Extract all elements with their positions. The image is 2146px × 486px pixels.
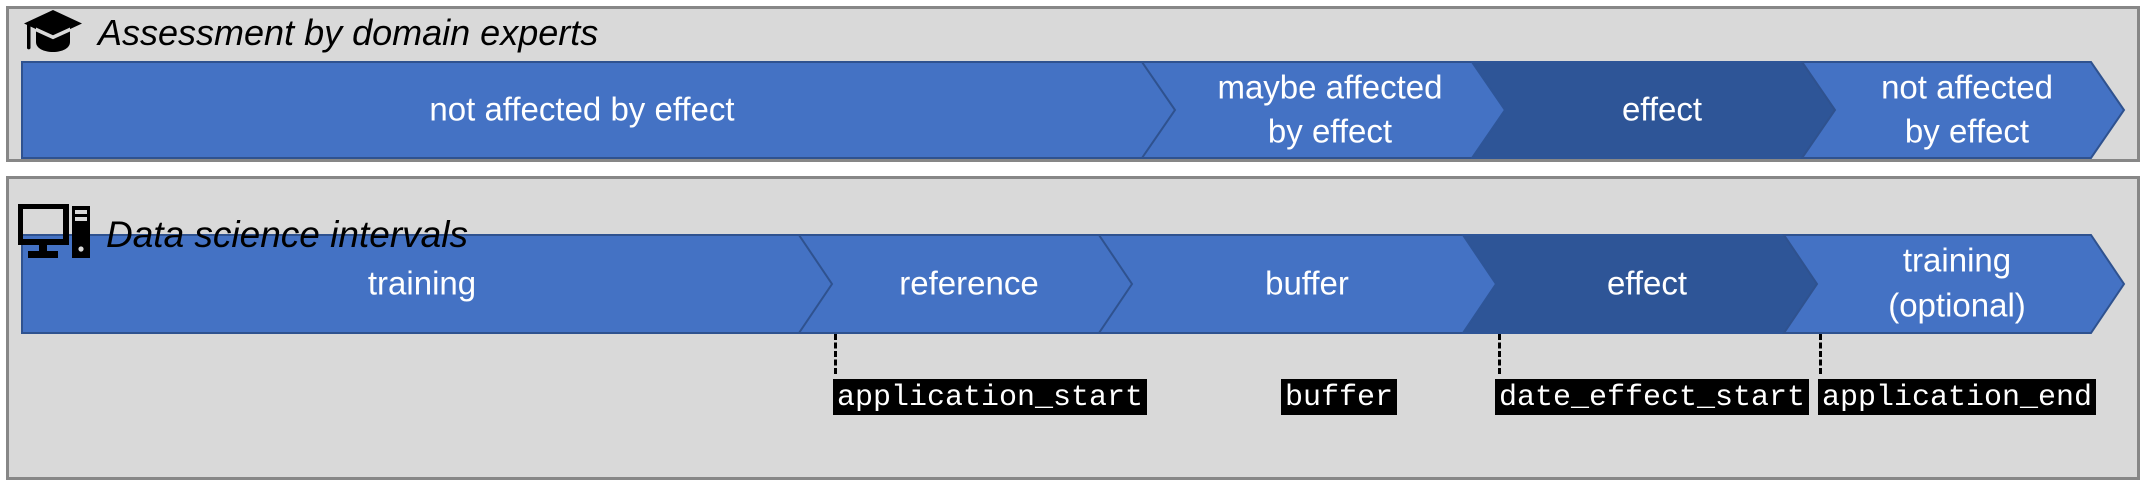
intervals-caption-label: Data science intervals: [106, 213, 468, 255]
leader-line-application-start: [834, 334, 837, 374]
experts-arrow-band: not affected by effect maybe affected by…: [21, 61, 2126, 159]
intervals-segment-label-4-line2: (optional): [1888, 287, 2026, 324]
marker-chip-date-effect-start[interactable]: date_effect_start: [1495, 379, 1810, 415]
intervals-segment-label-1: reference: [899, 265, 1038, 302]
leader-line-application-end: [1819, 334, 1822, 374]
experts-segment-label-3-line2: by effect: [1905, 113, 2029, 150]
intervals-segment-label-2: buffer: [1265, 265, 1349, 302]
experts-caption-label: Assessment by domain experts: [98, 12, 599, 53]
intervals-segment-label-3: effect: [1607, 265, 1687, 302]
leader-line-date-effect-start: [1498, 334, 1501, 374]
intervals-caption-row: Data science intervals: [17, 202, 468, 265]
experts-segment-label-0: not affected by effect: [429, 91, 734, 128]
marker-chip-buffer[interactable]: buffer: [1281, 379, 1398, 415]
experts-segment-label-3-line1: not affected: [1881, 69, 2053, 106]
marker-chip-application-start[interactable]: application_start: [833, 379, 1148, 415]
intervals-arrow-band: training reference buffer effect trainin…: [21, 234, 2126, 334]
desktop-computer-icon: [17, 202, 92, 265]
experts-segment-label-1-line1: maybe affected: [1217, 69, 1442, 106]
experts-segment-label-1-line2: by effect: [1268, 113, 1392, 150]
experts-segment-label-2: effect: [1622, 91, 1702, 128]
marker-chip-application-end[interactable]: application_end: [1818, 379, 2097, 415]
intervals-segment-label-4-line1: training: [1903, 242, 2011, 279]
experts-caption-row: Assessment by domain experts: [22, 9, 598, 57]
intervals-segment-label-0: training: [368, 265, 476, 302]
intervals-segment-training-optional[interactable]: [1782, 234, 2126, 334]
experts-segment-not-affected-2[interactable]: [1800, 61, 2126, 159]
graduation-cap-icon: [22, 8, 84, 59]
